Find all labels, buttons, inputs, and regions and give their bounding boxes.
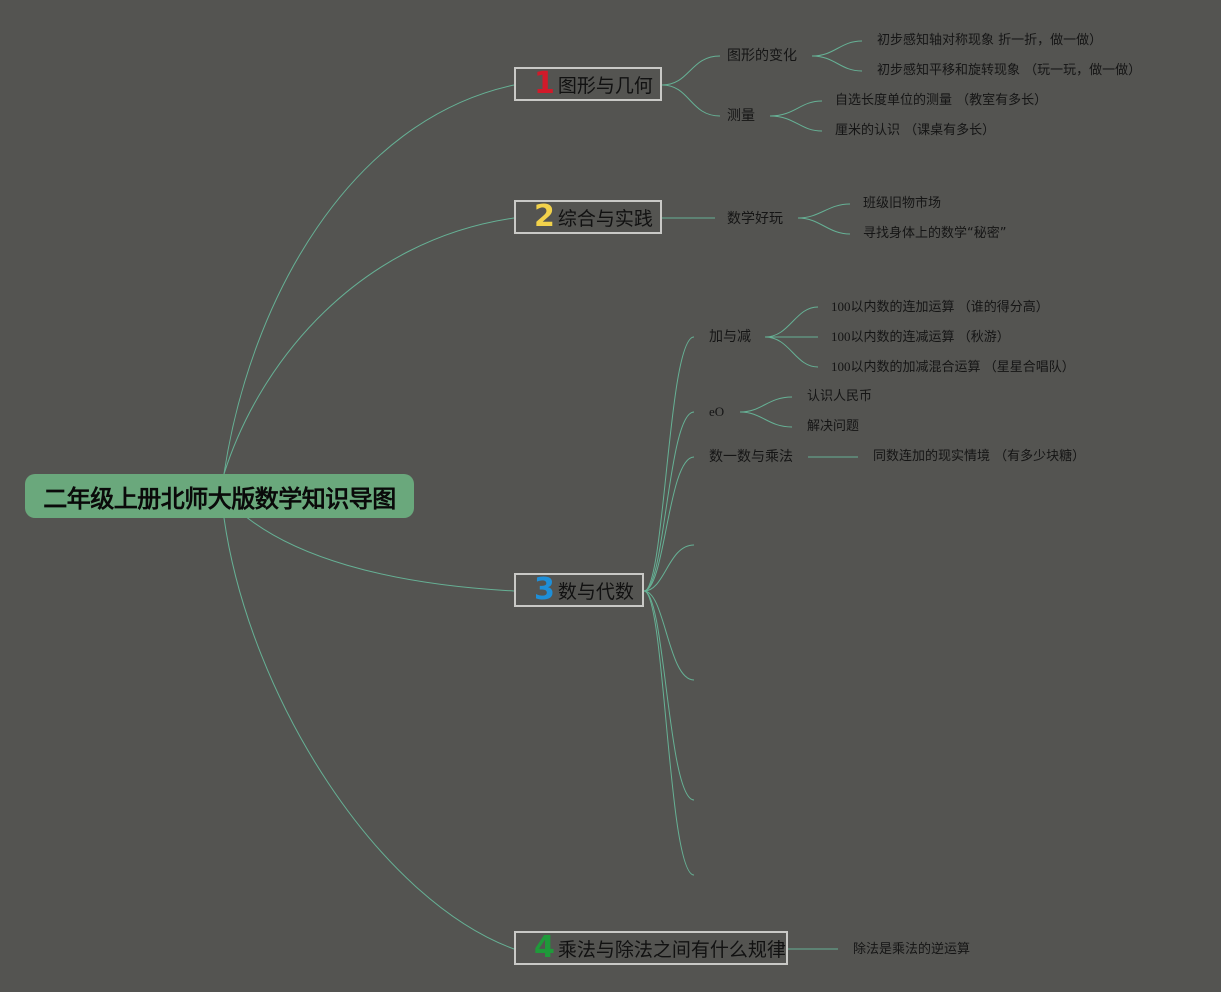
branch-3-label: 数与代数 xyxy=(557,580,634,603)
connector-b3-fan-5 xyxy=(643,590,695,681)
topic-counting-multiplication[interactable]: 数一数与乘法 xyxy=(709,449,793,465)
topic-math-fun[interactable]: 数学好玩 xyxy=(727,211,783,227)
branch-1-label: 图形与几何 xyxy=(557,74,653,97)
leaf-mixed-operations: 100以内数的加减混合运算 （星星合唱队） xyxy=(831,359,1075,374)
root-title: 二年级上册北师大版数学知识导图 xyxy=(25,474,414,518)
leaf-centimeter: 厘米的认识 （课桌有多长） xyxy=(835,123,996,138)
leaf-translation-rotation: 初步感知平移和旋转现象 （玩一玩，做一做） xyxy=(877,63,1142,78)
connector-b3-fan-3 xyxy=(643,456,695,592)
leaf-rmb: 认识人民币 xyxy=(807,389,873,404)
connector-measure-leaf-1 xyxy=(769,100,823,117)
leaf-consecutive-subtraction: 100以内数的连减运算 （秋游） xyxy=(831,329,1010,344)
topic-add-subtract[interactable]: 加与减 xyxy=(709,329,751,345)
leaf-self-chosen-units: 自选长度单位的测量 （教室有多长） xyxy=(835,93,1048,108)
leaf-body-math-secrets: 寻找身体上的数学“秘密” xyxy=(863,226,1007,241)
connector-root-branch-3 xyxy=(223,495,515,592)
branch-4-number: 4 xyxy=(534,930,555,965)
topic-measurement[interactable]: 测量 xyxy=(727,108,755,124)
connector-addsub-leaf-3 xyxy=(764,336,819,368)
branch-3-node[interactable]: 3 数与代数 xyxy=(514,573,644,607)
branch-4-node[interactable]: 4 乘法与除法之间有什么规律 xyxy=(514,931,788,965)
connector-b1-measurement xyxy=(661,84,721,117)
connector-root-branch-1 xyxy=(223,84,515,475)
connector-b3-fan-7 xyxy=(643,590,695,876)
leaf-solve-problems: 解决问题 xyxy=(807,419,860,434)
topic-eo[interactable]: eO xyxy=(709,404,725,419)
connector-shape-leaf-1 xyxy=(811,40,863,57)
branch-4-label: 乘法与除法之间有什么规律 xyxy=(557,938,786,961)
leaf-consecutive-addition: 100以内数的连加运算 （谁的得分高） xyxy=(831,299,1049,314)
branch-2-node[interactable]: 2 综合与实践 xyxy=(514,200,662,234)
connector-measure-leaf-2 xyxy=(769,115,823,132)
branch-1-number: 1 xyxy=(534,66,555,101)
connector-mathfun-leaf-2 xyxy=(797,217,851,235)
connector-shape-leaf-2 xyxy=(811,55,863,72)
branch-1-node[interactable]: 1 图形与几何 xyxy=(514,67,662,101)
connector-b3-fan-6 xyxy=(643,590,695,801)
connector-eo-leaf-2 xyxy=(739,411,793,428)
connector-b3-fan-2 xyxy=(643,411,695,592)
leaf-repeated-addition: 同数连加的现实情境 （有多少块糖） xyxy=(873,449,1086,464)
branch-2-label: 综合与实践 xyxy=(557,207,653,230)
topic-division-inverse[interactable]: 除法是乘法的逆运算 xyxy=(853,942,971,957)
connector-b3-fan-4 xyxy=(643,544,695,592)
branch-3-number: 3 xyxy=(534,572,555,607)
connector-b1-shape-change xyxy=(661,55,721,86)
connector-mathfun-leaf-1 xyxy=(797,203,851,219)
connector-b3-fan-1 xyxy=(643,336,695,592)
leaf-class-flea-market: 班级旧物市场 xyxy=(863,196,942,211)
connector-eo-leaf-1 xyxy=(739,396,793,413)
leaf-axial-symmetry: 初步感知轴对称现象 折一折，做一做） xyxy=(877,33,1103,48)
branch-2-number: 2 xyxy=(534,199,555,234)
topic-shape-change[interactable]: 图形的变化 xyxy=(727,48,797,64)
connector-root-branch-4 xyxy=(223,517,515,950)
connector-root-branch-2 xyxy=(223,217,515,475)
connector-addsub-leaf-1 xyxy=(764,306,819,338)
